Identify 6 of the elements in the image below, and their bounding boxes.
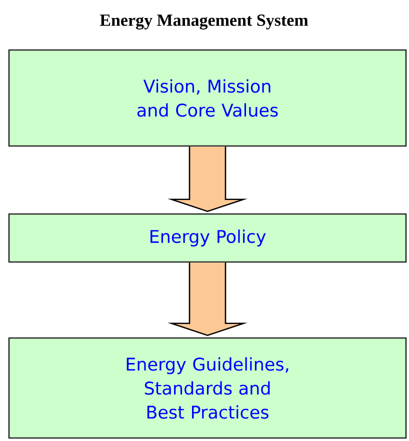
process-box: Vision, Mission and Core Values: [8, 49, 407, 147]
process-box: Energy Guidelines, Standards and Best Practices: [8, 337, 407, 439]
process-box: Energy Policy: [8, 213, 407, 263]
block-arrow: [168, 146, 248, 212]
title: Energy Management System: [100, 14, 308, 30]
block-arrow: [168, 262, 248, 336]
